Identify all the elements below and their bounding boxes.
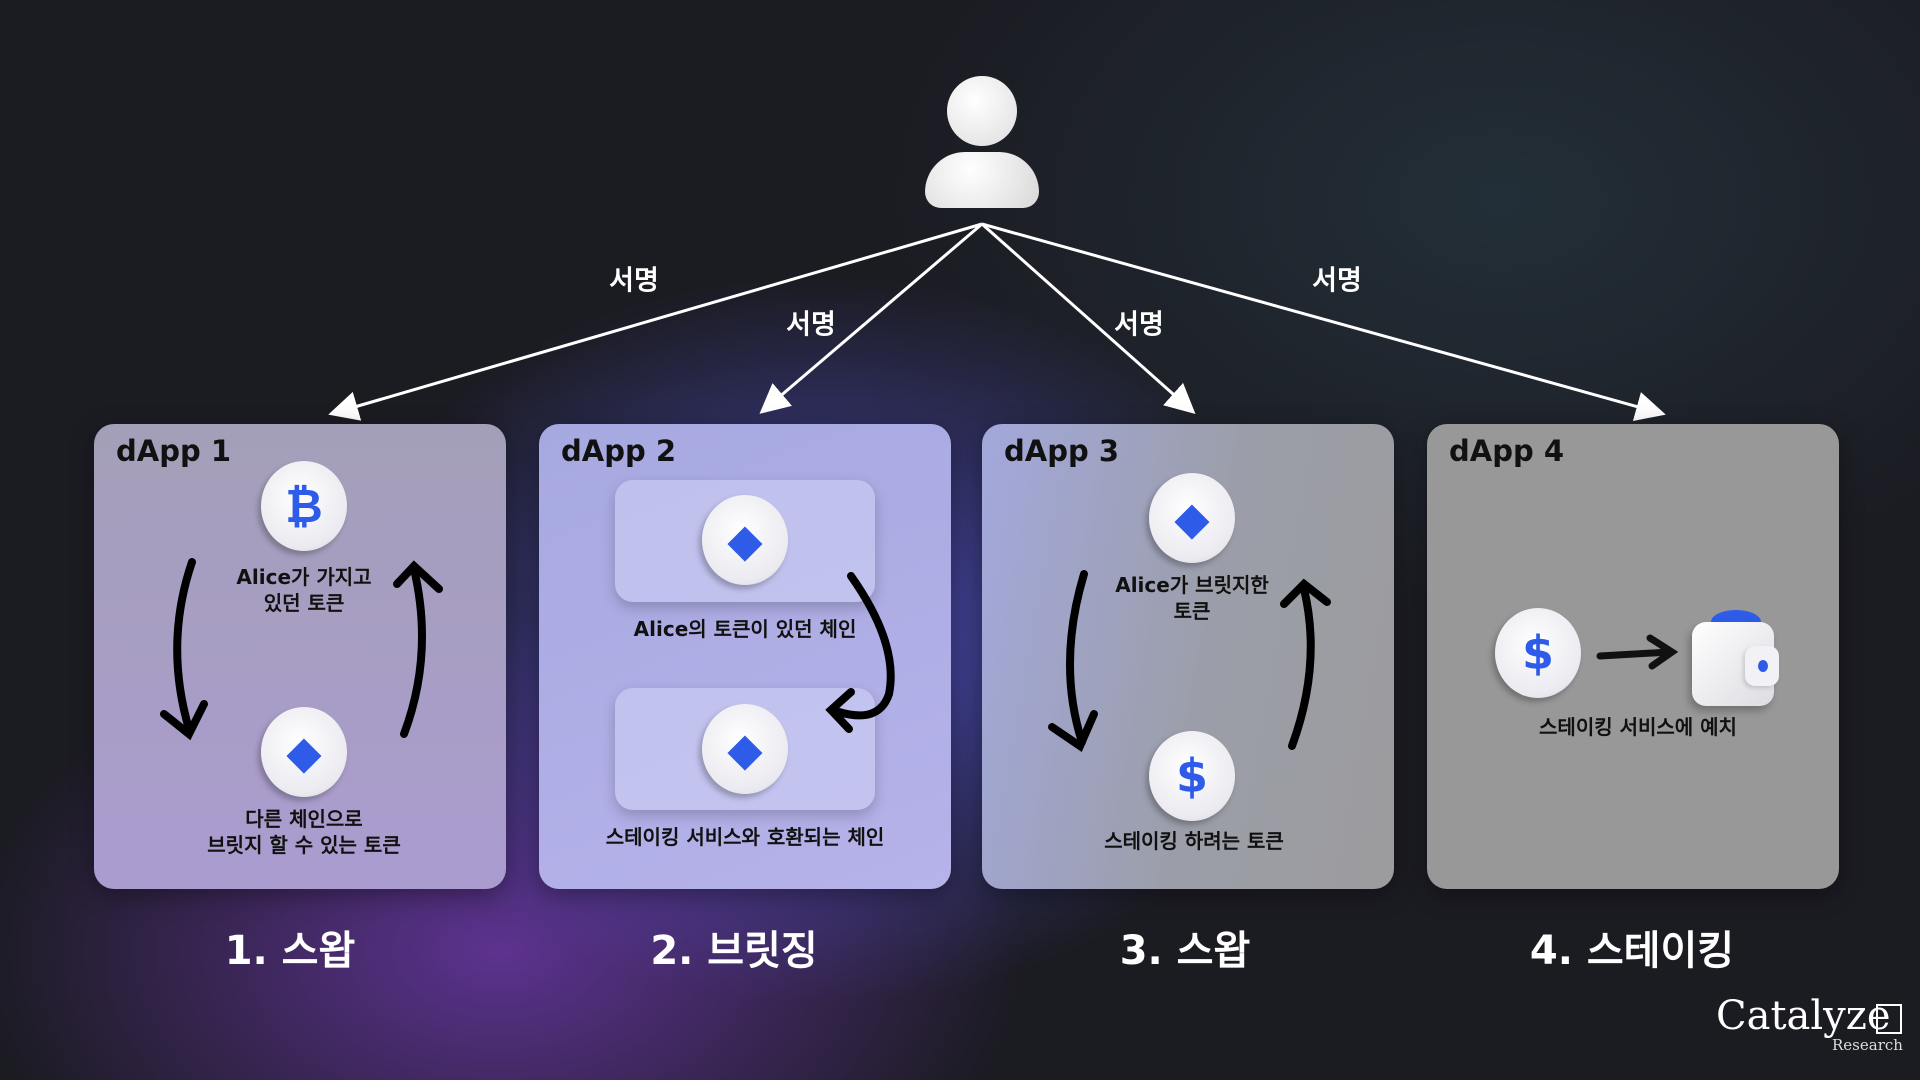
step-label: 4. 스테이킹 xyxy=(1529,928,1735,974)
line-to-dapp3 xyxy=(981,222,1196,414)
dapp-title: dApp 1 xyxy=(116,434,231,468)
bridge-arrow-icon xyxy=(825,572,895,733)
step-label: 1. 스왑 xyxy=(224,928,356,974)
line-to-dapp1 xyxy=(328,222,983,421)
swap-arrows-icon xyxy=(1048,570,1331,753)
dollar-coin-icon: $ xyxy=(1149,731,1235,821)
caption: Alice의 토큰이 있던 체인 xyxy=(633,617,857,641)
dapp2-panel: dApp 2 ◆ Alice의 토큰이 있던 체인 ◆ 스테이킹 서비스와 호환… xyxy=(539,424,951,889)
caption: 스테이킹 하려는 토큰 xyxy=(1104,829,1284,853)
dapp4-panel: dApp 4 $ 스테이킹 서비스에 예치 xyxy=(1427,424,1839,889)
signature-label: 서명 xyxy=(609,265,659,297)
signature-label: 서명 xyxy=(786,309,836,341)
dapp-title: dApp 4 xyxy=(1449,434,1564,468)
ethereum-coin-icon: ◆ xyxy=(702,495,788,585)
dapp-title: dApp 3 xyxy=(1004,434,1119,468)
caption: 스테이킹 서비스와 호환되는 체인 xyxy=(605,825,885,849)
line-to-dapp2 xyxy=(759,222,983,414)
ethereum-coin-icon: ◆ xyxy=(1149,473,1235,563)
bitcoin-coin-icon: ₿ xyxy=(261,461,347,551)
dollar-coin-icon: $ xyxy=(1495,608,1581,698)
step-label: 3. 스왑 xyxy=(1119,928,1251,974)
caption: 스테이킹 서비스에 예치 xyxy=(1539,715,1737,739)
ethereum-coin-icon: ◆ xyxy=(261,707,347,797)
catalyze-logo: Catalyze Research xyxy=(1716,993,1903,1054)
ethereum-coin-icon: ◆ xyxy=(702,704,788,794)
step-label: 2. 브릿징 xyxy=(650,928,818,974)
line-to-dapp4 xyxy=(981,222,1666,422)
swap-arrows-icon xyxy=(160,558,443,741)
arrow-right-icon xyxy=(1596,634,1679,670)
dapp-title: dApp 2 xyxy=(561,434,676,468)
signature-label: 서명 xyxy=(1114,309,1164,341)
signature-label: 서명 xyxy=(1312,265,1362,297)
